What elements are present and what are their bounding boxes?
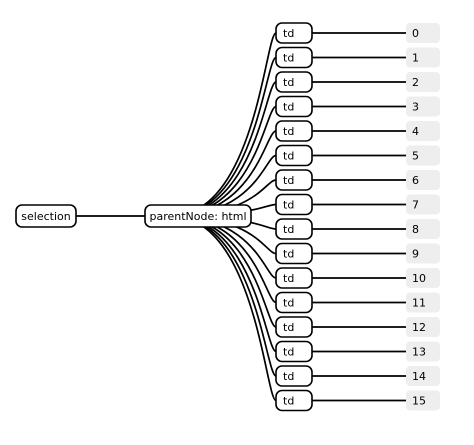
element-index-box [406, 96, 440, 117]
element-index-box [406, 170, 440, 190]
element-index-label: 14 [412, 370, 426, 383]
element-row: td 12 [275, 316, 440, 338]
element-tag-label: td [283, 199, 294, 212]
element-tag-label: td [283, 223, 294, 236]
element-index-label: 7 [412, 199, 419, 212]
element-tag-label: td [283, 174, 294, 187]
element-tag-label: td [283, 272, 294, 285]
root-node: selection [15, 204, 77, 228]
element-row: td 10 [275, 267, 440, 289]
element-index-box [406, 243, 440, 264]
element-row: td 0 [275, 22, 440, 44]
element-node-box [275, 389, 313, 412]
element-node-box [275, 316, 313, 338]
element-index-label: 13 [412, 346, 426, 359]
element-row: td 15 [275, 389, 440, 412]
element-node-box [275, 22, 313, 44]
element-index-label: 3 [412, 101, 419, 114]
element-node-box [275, 71, 313, 93]
element-index-label: 2 [412, 76, 419, 89]
group-to-element-link [170, 215, 277, 353]
group-node-label: parentNode: html [149, 210, 246, 223]
element-tag-label: td [283, 297, 294, 310]
element-node-box [275, 169, 313, 191]
element-row: td 3 [275, 95, 440, 118]
element-node-box [275, 120, 313, 142]
element-index-label: 6 [412, 174, 419, 187]
element-tag-label: td [283, 395, 294, 408]
element-row: td 11 [275, 291, 440, 314]
element-row: td 4 [275, 120, 440, 142]
root-node-label: selection [21, 210, 70, 223]
element-node-box [275, 193, 313, 216]
element-tag-label: td [283, 321, 294, 334]
element-node-box [275, 291, 313, 314]
element-index-box [406, 194, 440, 215]
element-index-box [406, 292, 440, 313]
element-tag-label: td [283, 76, 294, 89]
element-node-box [275, 340, 313, 363]
element-index-label: 0 [412, 27, 419, 40]
element-index-label: 10 [412, 272, 426, 285]
element-index-box [406, 23, 440, 43]
element-node-box [275, 218, 313, 240]
element-node-box [275, 242, 313, 265]
element-index-box [406, 366, 440, 386]
element-node-box [275, 46, 313, 69]
element-index-label: 8 [412, 223, 419, 236]
element-row: td 2 [275, 71, 440, 93]
element-tag-label: td [283, 27, 294, 40]
element-row: td 14 [275, 365, 440, 387]
element-row: td 9 [275, 242, 440, 265]
element-node-box [275, 95, 313, 118]
element-node-box [275, 365, 313, 387]
element-index-label: 4 [412, 125, 419, 138]
element-index-label: 11 [412, 297, 426, 310]
element-row: td 5 [275, 144, 440, 167]
element-index-box [406, 219, 440, 239]
element-tag-label: td [283, 370, 294, 383]
element-node-box [275, 267, 313, 289]
element-index-box [406, 390, 440, 411]
element-index-label: 12 [412, 321, 426, 334]
element-row: td 6 [275, 169, 440, 191]
element-index-label: 9 [412, 248, 419, 261]
element-index-label: 15 [412, 395, 426, 408]
element-node-box [275, 144, 313, 167]
element-row: td 1 [275, 46, 440, 69]
element-tag-label: td [283, 150, 294, 163]
element-row: td 8 [275, 218, 440, 240]
element-row: td 13 [275, 340, 440, 363]
element-index-box [406, 47, 440, 68]
group-node: parentNode: html [144, 204, 252, 228]
element-tag-label: td [283, 52, 294, 65]
group-to-element-link [170, 81, 277, 217]
element-tag-label: td [283, 248, 294, 261]
element-index-box [406, 341, 440, 362]
element-tag-label: td [283, 125, 294, 138]
element-tag-label: td [283, 346, 294, 359]
element-index-box [406, 317, 440, 337]
element-index-box [406, 72, 440, 92]
element-tag-label: td [283, 101, 294, 114]
element-index-box [406, 268, 440, 288]
element-index-box [406, 121, 440, 141]
element-index-box [406, 145, 440, 166]
element-row: td 7 [275, 193, 440, 216]
root-node-box [15, 204, 77, 228]
element-index-label: 5 [412, 150, 419, 163]
tree-nodes: selection td 0 td 1 td 2 td 3 td 4 td 5 td 6 td 7 td 8 td 9… [15, 22, 440, 412]
element-index-label: 1 [412, 52, 419, 65]
group-node-box [144, 204, 252, 228]
